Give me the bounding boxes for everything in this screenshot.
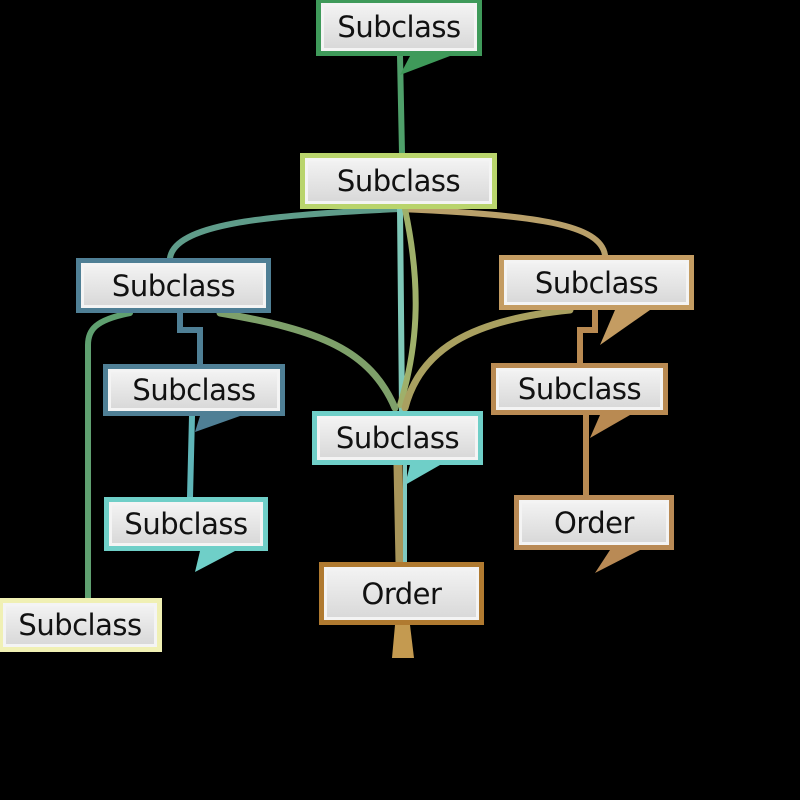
link-n2-n4 (397, 206, 608, 258)
node-subclass-bottom-left[interactable]: Subclass (0, 598, 162, 652)
node-subclass-level2[interactable]: Subclass (300, 153, 497, 209)
link-n4-n7 (401, 306, 574, 412)
node-subclass-center[interactable]: Subclass (312, 411, 483, 465)
link-n4-n6 (577, 307, 598, 366)
node-label: Subclass (111, 268, 236, 303)
node-label: Order (361, 576, 442, 611)
link-n3-n5 (177, 310, 203, 367)
link-n5-n8 (187, 413, 195, 500)
stem-n10 (392, 625, 414, 658)
node-subclass-root[interactable]: Subclass (316, 0, 482, 56)
node-order-center[interactable]: Order (319, 562, 484, 625)
node-subclass-right-child[interactable]: Subclass (491, 363, 668, 415)
link-n2-n7-b (397, 206, 419, 408)
node-subclass-left-child[interactable]: Subclass (103, 364, 285, 416)
node-label: Subclass (18, 608, 142, 642)
tail-n1 (400, 56, 450, 75)
tail-n8 (195, 551, 235, 572)
link-n2-n7 (397, 206, 405, 414)
node-label: Subclass (132, 373, 256, 407)
tail-n6 (590, 415, 630, 438)
node-subclass-left[interactable]: Subclass (76, 258, 271, 313)
node-label: Subclass (337, 10, 461, 44)
node-label: Subclass (124, 507, 248, 541)
link-n3-n11 (85, 310, 133, 601)
node-label: Subclass (336, 164, 461, 198)
tail-n9 (595, 550, 640, 573)
link-n7-n10 (393, 460, 405, 567)
node-subclass-right[interactable]: Subclass (499, 255, 694, 310)
tail-n4 (600, 310, 650, 345)
node-label: Order (554, 505, 634, 540)
node-label: Subclass (517, 372, 642, 406)
tail-n7 (405, 465, 440, 485)
node-order-right[interactable]: Order (514, 495, 674, 550)
node-label: Subclass (335, 421, 460, 455)
node-label: Subclass (534, 265, 659, 300)
node-subclass-left-grandchild[interactable]: Subclass (104, 497, 268, 551)
link-n3-n7 (216, 309, 399, 412)
link-n2-n3 (167, 206, 403, 261)
link-n1-n2 (397, 53, 405, 156)
tail-n5 (195, 416, 240, 432)
